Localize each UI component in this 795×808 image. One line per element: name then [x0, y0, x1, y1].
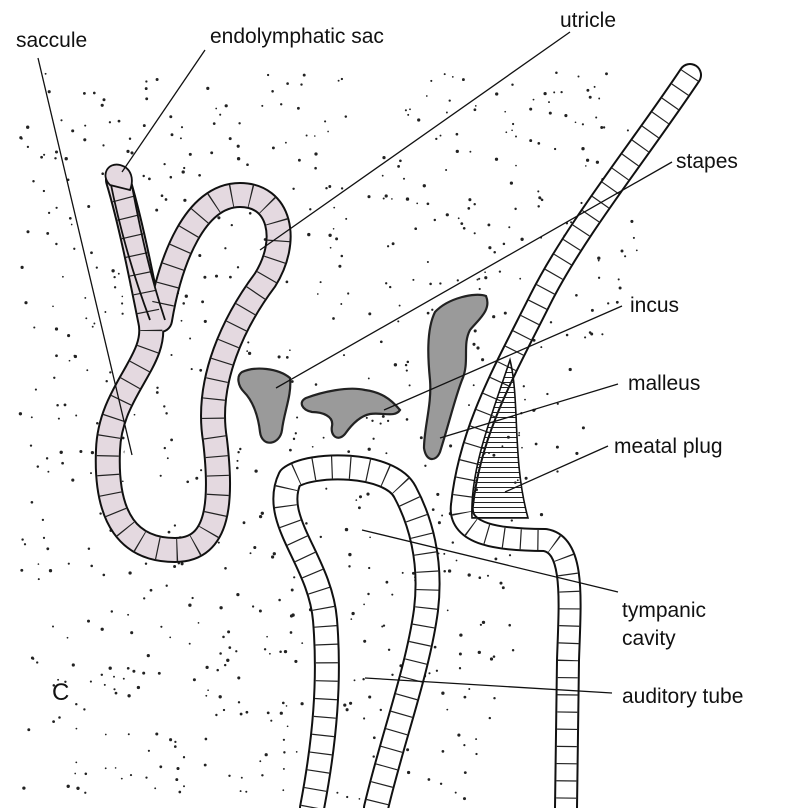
leader-stapes [276, 162, 672, 388]
leader-saccule [38, 58, 132, 455]
label-endolymphatic-sac: endolymphatic sac [210, 25, 384, 48]
label-auditory-tube: auditory tube [622, 685, 743, 708]
label-tympanic-cavity-line2: cavity [622, 627, 676, 650]
label-meatal-plug: meatal plug [614, 435, 723, 458]
label-malleus: malleus [628, 372, 700, 395]
tubotympanic-recess [285, 467, 427, 808]
membranous-labyrinth [105, 165, 278, 550]
label-saccule: saccule [16, 29, 87, 52]
leader-utricle [260, 32, 570, 250]
leader-meatal-plug [505, 446, 608, 492]
label-incus: incus [630, 294, 679, 317]
panel-letter: C [52, 679, 69, 706]
label-utricle: utricle [560, 9, 616, 32]
stapes [238, 369, 290, 443]
leader-endolymphatic-sac [122, 50, 205, 172]
leader-malleus [440, 384, 618, 438]
labels: saccule endolymphatic sac utricle stapes… [16, 9, 743, 708]
incus [302, 389, 400, 438]
label-tympanic-cavity-line1: tympanic [622, 599, 706, 622]
label-stapes: stapes [676, 150, 738, 173]
